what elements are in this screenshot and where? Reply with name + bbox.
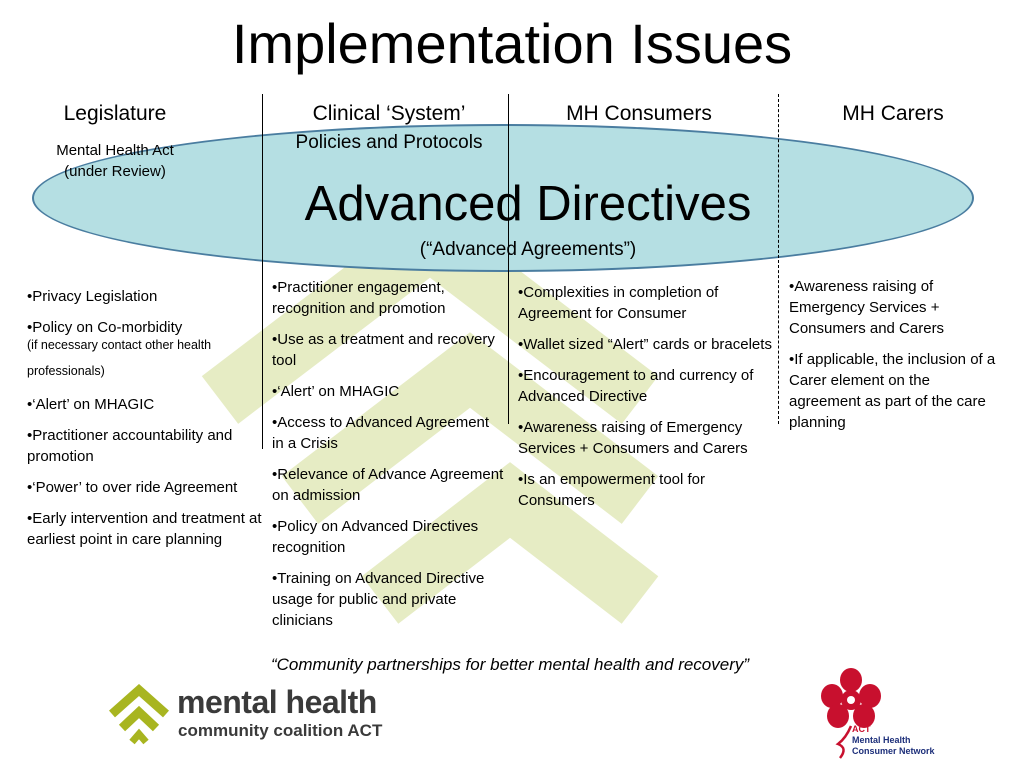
list-item-note: (if necessary contact other health profe… [27,338,212,378]
list-item: •Encouragement to and currency of Advanc… [518,367,754,405]
mhcc-logo-name: mental health [177,684,377,720]
list-item: •Practitioner engagement, recognition an… [272,279,446,317]
advanced-directives-subtitle: (“Advanced Agreements”) [419,239,637,260]
footer-quote: “Community partnerships for better menta… [270,655,750,674]
advanced-directives-title: Advanced Directives [304,177,752,231]
network-logo-line-1: ACT [852,724,871,734]
legislature-sub-line-2: (under Review) [64,163,166,180]
list-item: •Awareness raising of Emergency Services… [518,419,748,457]
list-item: •Policy on Advanced Directives recogniti… [272,518,479,556]
list-item: •Training on Advanced Directive usage fo… [272,570,485,629]
network-logo-line-3: Consumer Network [852,746,935,756]
list-item: •Access to Advanced Agreement in a Crisi… [272,414,490,452]
clinical-subheading: Policies and Protocols [295,132,483,153]
list-item: •Is an empowerment tool for Consumers [518,471,706,509]
consumer-bullets: •Complexities in completion of Agreement… [518,282,776,521]
list-item: •Privacy Legislation [27,288,158,305]
list-item: •Complexities in completion of Agreement… [518,284,719,322]
list-item: •Wallet sized “Alert” cards or bracelets [518,336,772,353]
column-heading-clinical: Clinical ‘System’ [312,102,466,125]
mhcc-chevron-logo-icon [109,684,169,745]
column-heading-legislature: Legislature [63,102,167,125]
legislature-subheading: Mental Health Act (under Review) [0,140,230,182]
divider-line-2 [508,94,509,424]
list-item: •Early intervention and treatment at ear… [27,510,262,548]
advanced-directives-ellipse [32,124,974,272]
column-heading-consumers: MH Consumers [566,102,712,125]
network-logo-line-2: Mental Health [852,735,911,745]
mhcc-logo-subtitle: community coalition ACT [178,721,383,740]
divider-line-1 [262,94,263,449]
legislature-bullets: •Privacy Legislation •Policy on Co-morbi… [27,286,263,560]
list-item: •If applicable, the inclusion of a Carer… [789,351,996,431]
list-item: •Use as a treatment and recovery tool [272,331,495,369]
legislature-sub-line-1: Mental Health Act [56,142,174,159]
page-title: Implementation Issues [231,12,793,75]
list-item: •Awareness raising of Emergency Services… [789,278,945,337]
list-item: •‘Alert’ on MHAGIC [272,383,400,400]
divider-line-3 [778,94,779,424]
list-item: •Relevance of Advance Agreement on admis… [272,466,504,504]
list-item: •Practitioner accountability and promoti… [27,427,233,465]
column-heading-carers: MH Carers [842,102,944,125]
flower-logo-icon [821,668,881,759]
list-item: •‘Alert’ on MHAGIC [27,396,155,413]
clinical-bullets: •Practitioner engagement, recognition an… [272,277,504,641]
carer-bullets: •Awareness raising of Emergency Services… [789,276,997,443]
list-item: •‘Power’ to over ride Agreement [27,479,238,496]
list-item: •Policy on Co-morbidity [27,319,183,336]
